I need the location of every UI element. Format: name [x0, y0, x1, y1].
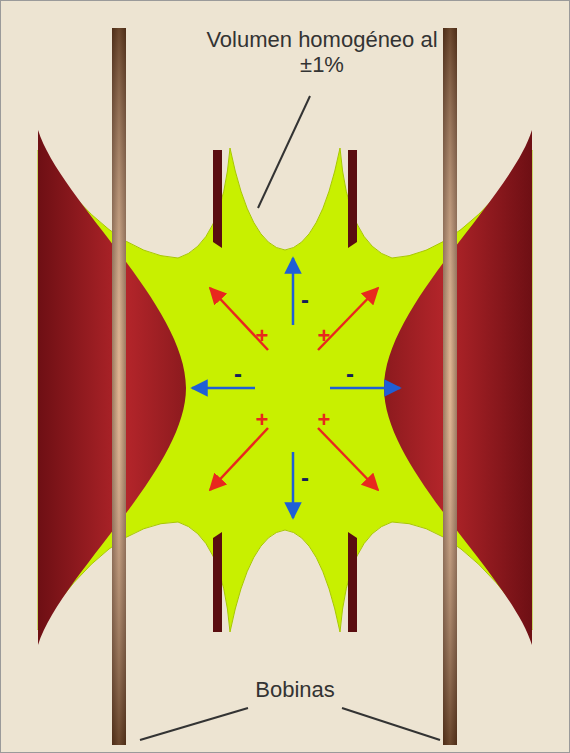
polarity-sign: - [234, 360, 242, 388]
polarity-sign: + [318, 407, 331, 432]
polarity-sign: - [301, 464, 309, 492]
callout-label: Bobinas [255, 677, 335, 702]
polarity-sign: + [318, 323, 331, 348]
polarity-sign: - [346, 360, 354, 388]
polarity-sign: - [301, 286, 309, 314]
callout-label: Volumen homogéneo al ±1% [197, 27, 447, 78]
polarity-sign: + [256, 323, 269, 348]
polarity-sign: + [256, 407, 269, 432]
